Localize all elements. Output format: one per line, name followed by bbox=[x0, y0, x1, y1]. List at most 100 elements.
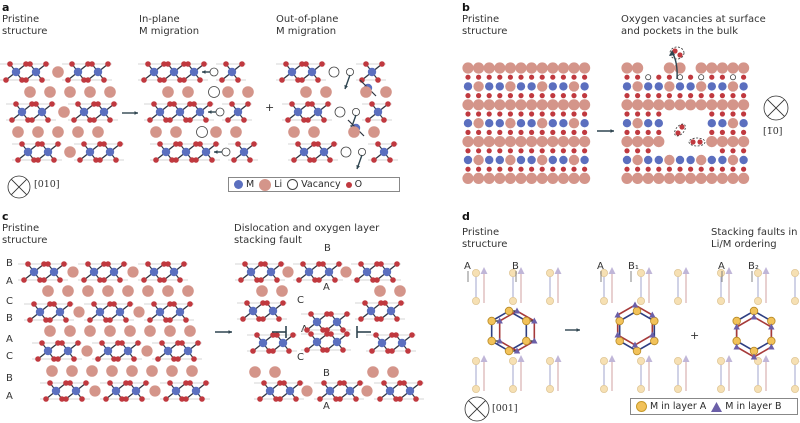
o-atom bbox=[413, 396, 419, 402]
o-atom bbox=[277, 380, 283, 386]
o-atom bbox=[719, 111, 726, 117]
o-atom bbox=[65, 77, 71, 83]
o-atom bbox=[582, 111, 588, 117]
in-plane-arrow-head bbox=[208, 110, 212, 114]
m-atom bbox=[175, 107, 185, 117]
o-atom bbox=[417, 380, 423, 386]
li-atom bbox=[242, 86, 254, 98]
m-atom bbox=[191, 386, 201, 396]
m-atom bbox=[718, 119, 727, 128]
o-atom bbox=[401, 380, 407, 386]
vacancy-site bbox=[351, 108, 360, 117]
m-layer-b-site bbox=[554, 267, 562, 274]
li-atom bbox=[727, 118, 739, 129]
o-atom bbox=[677, 166, 683, 172]
o-atom bbox=[167, 380, 173, 386]
vacancy-site bbox=[357, 147, 366, 156]
o-atom bbox=[741, 74, 747, 80]
panel-b-axis-label: [1̅0] bbox=[763, 126, 783, 137]
li-atom bbox=[473, 62, 485, 74]
o-atom bbox=[167, 317, 173, 323]
o-atom bbox=[379, 61, 385, 67]
li-atom bbox=[126, 365, 138, 377]
panel-b-axis-icon-cross bbox=[767, 99, 785, 117]
li-atom bbox=[653, 172, 665, 184]
legend-label-layer-b: M in layer B bbox=[725, 401, 782, 412]
li-atom bbox=[504, 62, 516, 74]
m-atom bbox=[312, 317, 322, 327]
panel-b-caption-vacancies: Oxygen vacancies at surface and pockets … bbox=[621, 14, 766, 37]
m-layer-a-site bbox=[471, 384, 480, 393]
o-atom bbox=[183, 396, 189, 402]
o-atom bbox=[741, 93, 747, 99]
m-atom bbox=[580, 119, 589, 128]
legend-label-vacancy: Vacancy bbox=[301, 179, 341, 190]
m-layer-a-site bbox=[637, 296, 646, 305]
o-atom bbox=[316, 277, 322, 283]
m-atom bbox=[644, 119, 653, 128]
o-atom bbox=[187, 301, 193, 307]
m-atom bbox=[95, 307, 105, 317]
o-atom bbox=[309, 101, 315, 107]
li-atom bbox=[696, 154, 707, 166]
li-atom bbox=[52, 126, 64, 138]
o-atom bbox=[635, 166, 641, 172]
o-atom bbox=[23, 61, 29, 67]
m-atom bbox=[332, 317, 342, 327]
o-atom bbox=[337, 396, 343, 402]
li-atom bbox=[738, 172, 750, 184]
legend-label-li: Li bbox=[274, 179, 283, 190]
li-atom bbox=[738, 62, 750, 74]
o-atom bbox=[107, 301, 113, 307]
panel-d-layer-label-a3: A bbox=[718, 261, 725, 272]
m-atom bbox=[485, 119, 494, 128]
li-atom bbox=[166, 365, 178, 377]
o-atom bbox=[81, 277, 87, 283]
o-atom bbox=[476, 93, 482, 99]
m-layer-b-atom bbox=[513, 347, 521, 354]
o-atom bbox=[312, 277, 318, 283]
li-atom bbox=[81, 345, 93, 357]
stacking-label-right: B bbox=[323, 368, 330, 379]
o-atom bbox=[719, 93, 726, 99]
o-atom bbox=[374, 277, 380, 283]
panel-d-layer-label-b3: B₂ bbox=[748, 261, 759, 272]
panel-c-caption-pristine: Pristine structure bbox=[2, 223, 48, 246]
m-layer-a-atom bbox=[504, 306, 514, 316]
o-atom bbox=[518, 129, 524, 135]
o-atom bbox=[560, 148, 567, 154]
o-atom bbox=[155, 356, 161, 362]
li-atom bbox=[579, 62, 591, 74]
m-atom bbox=[149, 267, 159, 277]
o-atom bbox=[247, 157, 253, 163]
li-atom bbox=[526, 99, 538, 111]
li-atom bbox=[557, 62, 570, 74]
m-layer-a-site bbox=[637, 384, 646, 393]
m-atom bbox=[11, 67, 21, 77]
li-atom bbox=[104, 325, 116, 337]
o-atom bbox=[191, 101, 197, 107]
m-layer-b-atom bbox=[614, 331, 621, 338]
legend-item-o: O bbox=[345, 179, 362, 190]
o-atom bbox=[35, 356, 41, 362]
li-atom bbox=[42, 285, 54, 297]
o-atom bbox=[239, 61, 245, 67]
m-atom bbox=[377, 338, 387, 348]
m-atom bbox=[99, 107, 109, 117]
o-atom bbox=[107, 380, 113, 386]
o-atom bbox=[195, 340, 201, 346]
o-atom bbox=[97, 141, 103, 147]
o-atom bbox=[121, 261, 127, 267]
li-atom bbox=[706, 62, 718, 74]
m-atom bbox=[675, 155, 685, 165]
o-atom bbox=[291, 157, 297, 163]
li-atom bbox=[64, 86, 76, 98]
li-atom bbox=[186, 365, 198, 377]
li-atom bbox=[557, 172, 570, 184]
m-atom bbox=[103, 346, 113, 356]
o-atom bbox=[280, 300, 286, 306]
li-atom bbox=[664, 154, 675, 166]
o-atom-icon bbox=[345, 181, 352, 188]
o-atom bbox=[381, 380, 387, 386]
